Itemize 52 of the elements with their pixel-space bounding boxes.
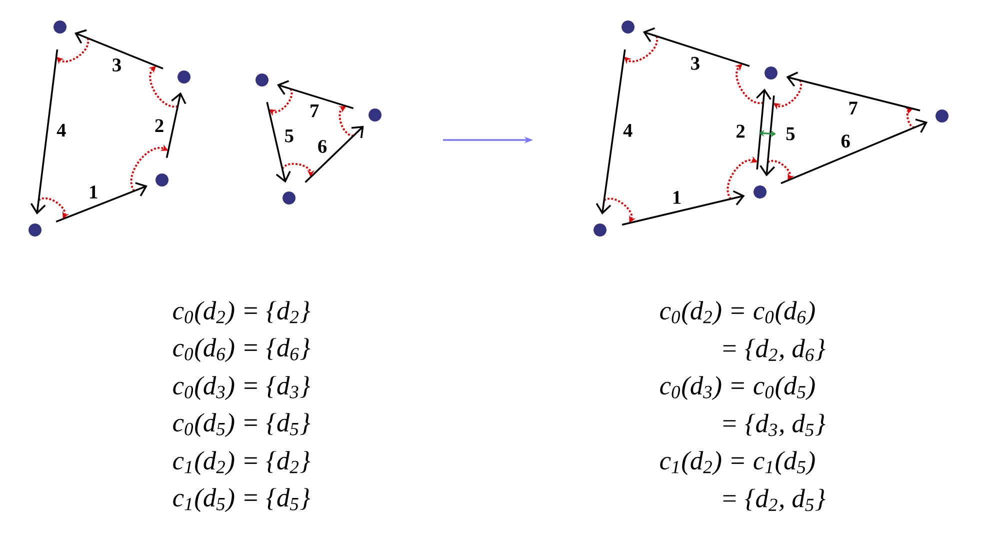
dart-arrow [780, 118, 928, 184]
dart-arrow [642, 27, 750, 67]
dart-arrow [622, 190, 745, 226]
edge-label: 6 [318, 140, 327, 153]
dart-arrow [56, 182, 148, 222]
equation: = {d$_{2}$, d$_{5}$} [723, 488, 826, 512]
vertex-dot [54, 20, 66, 34]
dart-arrow [760, 95, 776, 176]
dart-arrow [74, 29, 164, 70]
dart-arrow [304, 126, 364, 183]
dart-arrow [30, 49, 58, 214]
vertex-dot [936, 110, 949, 122]
dart-arrow [756, 88, 772, 170]
edge-label: 1 [90, 186, 98, 198]
dart-arrow [786, 72, 920, 112]
edge-label: 5 [786, 127, 795, 140]
edge-label: 2 [155, 119, 164, 132]
vertex-dot [256, 74, 268, 86]
edge-label: 4 [56, 124, 66, 137]
vertex-dot [368, 108, 382, 122]
edge-label: 3 [112, 58, 121, 72]
edge-label: 2 [736, 124, 745, 138]
vertex-dot [28, 224, 42, 236]
edge-label: 4 [623, 124, 632, 137]
edge-label: 7 [310, 104, 319, 118]
equation: = {d$_{2}$, d$_{6}$} [723, 338, 826, 362]
vertex-dot [622, 20, 635, 34]
vertex-dot [282, 192, 296, 204]
dart-arrow [596, 49, 626, 214]
dart-arrow [276, 80, 354, 110]
equation: c$_{0}$(d$_{2}$) = {d$_{2}$} [173, 301, 310, 325]
equation: c$_{0}$(d$_{5}$) = {d$_{5}$} [173, 413, 310, 437]
dart-arrow [266, 102, 291, 183]
vertex-dot [156, 174, 169, 186]
edge-label: 6 [841, 134, 850, 148]
edge-label: 1 [673, 191, 681, 204]
vertex-dot [754, 186, 767, 198]
edge-label: 7 [849, 102, 858, 114]
equation: c$_{0}$(d$_{6}$) = {d$_{6}$} [173, 338, 310, 362]
equation: c$_{0}$(d$_{3}$) = c$_{0}$(d$_{5}$) [660, 376, 815, 400]
vertex-dot [764, 66, 778, 80]
equation: = {d$_{3}$, d$_{5}$} [723, 414, 826, 436]
vertex-dot [178, 70, 190, 84]
equation: c$_{1}$(d$_{5}$) = {d$_{5}$} [173, 488, 310, 512]
equation: c$_{0}$(d$_{3}$) = {d$_{3}$} [173, 376, 310, 400]
vertex-dot [594, 224, 607, 236]
edge-label: 5 [285, 129, 294, 142]
equation: c$_{0}$(d$_{2}$) = c$_{0}$(d$_{6}$) [660, 301, 815, 325]
equation: c$_{1}$(d$_{2}$) = c$_{1}$(d$_{5}$) [660, 451, 815, 475]
equation: c$_{1}$(d$_{2}$) = {d$_{2}$} [173, 451, 310, 475]
edge-label: 3 [691, 56, 700, 70]
dart-arrow [166, 92, 186, 158]
